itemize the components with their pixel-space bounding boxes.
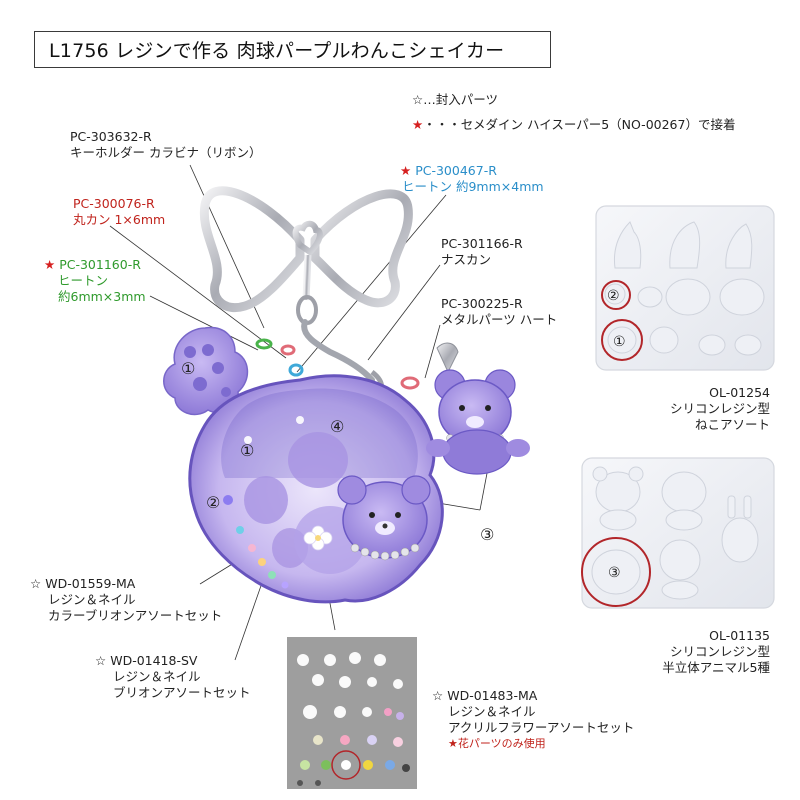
ring-desc: 丸カン 1×6mm <box>73 212 166 227</box>
hiton-large-desc: ヒートン 約9mm×4mm <box>402 179 544 194</box>
leader-hiton-large <box>296 194 447 373</box>
leader-nasukan <box>367 264 441 361</box>
flower-desc2: アクリルフラワーアソートセット <box>448 720 635 735</box>
flower-star: ☆ <box>432 688 444 703</box>
hiton-small-star: ★ <box>44 257 56 272</box>
mold-cat-desc1: シリコンレジン型 <box>669 401 770 416</box>
marker-4-paw: ④ <box>330 417 344 436</box>
leader-mark3-a <box>479 467 489 511</box>
ring-code: PC-300076-R <box>73 196 155 211</box>
leader-metal-heart <box>424 324 441 379</box>
flower-charm <box>163 326 249 416</box>
bullion-color-star: ☆ <box>30 576 42 591</box>
bear-inside <box>337 475 431 561</box>
flower-note: ★花パーツのみ使用 <box>448 737 546 750</box>
label-metal-heart: PC-300225-R メタルパーツ ハート <box>441 296 557 328</box>
flower-code: WD-01483-MA <box>447 688 538 703</box>
bullion-color-desc1: レジン＆ネイル <box>48 592 136 607</box>
nasukan-desc: ナスカン <box>441 252 492 267</box>
bullion-code: WD-01418-SV <box>110 653 198 668</box>
label-mold-cat: OL-01254 シリコンレジン型 ねこアソート <box>600 385 770 433</box>
label-bullion: ☆ WD-01418-SV レジン＆ネイル ブリオンアソートセット <box>95 653 251 701</box>
legend-text-2: ・・・セメダイン ハイスーパー5（NO-00267）で接着 <box>423 117 736 132</box>
bullion-color-code: WD-01559-MA <box>45 576 136 591</box>
marker-1-mold: ① <box>613 334 626 350</box>
marker-3-label: ③ <box>480 525 494 544</box>
hiton-small-desc1: ヒートン <box>58 273 109 288</box>
legend-star-open: ☆ <box>412 92 424 107</box>
hiton-small-desc2: 約6mm×3mm <box>58 289 146 304</box>
label-carabiner: PC-303632-R キーホルダー カラビナ（リボン） <box>70 129 261 161</box>
bear-charm <box>426 369 530 475</box>
label-nasukan: PC-301166-R ナスカン <box>441 236 523 268</box>
legend-line-2: ★・・・セメダイン ハイスーパー5（NO-00267）で接着 <box>412 117 735 133</box>
label-flower: ☆ WD-01483-MA レジン＆ネイル アクリルフラワーアソートセット ★花… <box>432 688 634 752</box>
bullion-desc2: ブリオンアソートセット <box>113 685 251 700</box>
label-hiton-small: ★ PC-301160-R ヒートン 約6mm×3mm <box>44 257 146 305</box>
nasukan-code: PC-301166-R <box>441 236 523 251</box>
hardware <box>255 295 459 394</box>
marker-2-mold: ② <box>607 288 620 304</box>
legend-line-1: ☆…封入パーツ <box>412 92 498 108</box>
mold-cat-code: OL-01254 <box>709 385 770 400</box>
mold-cat-desc2: ねこアソート <box>694 417 770 432</box>
title-box: L1756 レジンで作る 肉球パープルわんこシェイカー <box>34 31 551 68</box>
marker-1-paw: ① <box>240 441 254 460</box>
hiton-small-code: PC-301160-R <box>59 257 141 272</box>
bullion-desc1: レジン＆ネイル <box>113 669 201 684</box>
metal-heart-code: PC-300225-R <box>441 296 523 311</box>
carabiner-ribbon <box>199 186 413 312</box>
mold-animal-code: OL-01135 <box>709 628 770 643</box>
marker-2-paw: ② <box>206 493 220 512</box>
page-title: L1756 レジンで作る 肉球パープルわんこシェイカー <box>49 40 505 62</box>
bullion-color-desc2: カラーブリオンアソートセット <box>48 608 223 623</box>
marker-1-charm: ① <box>181 359 195 378</box>
carabiner-desc: キーホルダー カラビナ（リボン） <box>70 145 262 160</box>
bullion-star: ☆ <box>95 653 107 668</box>
hiton-large-code: PC-300467-R <box>415 163 497 178</box>
leader-lines <box>109 164 489 661</box>
legend-star-filled: ★ <box>412 117 424 132</box>
label-bullion-color: ☆ WD-01559-MA レジン＆ネイル カラーブリオンアソートセット <box>30 576 222 624</box>
label-hiton-large: ★ PC-300467-R ヒートン 約9mm×4mm <box>400 163 544 195</box>
carabiner-code: PC-303632-R <box>70 129 152 144</box>
hiton-large-star: ★ <box>400 163 412 178</box>
mold-animal-desc1: シリコンレジン型 <box>669 644 770 659</box>
mold-animal-image <box>581 457 775 609</box>
label-ring: PC-300076-R 丸カン 1×6mm <box>73 196 165 228</box>
legend-text-1: …封入パーツ <box>423 92 498 107</box>
mold-animal-desc2: 半立体アニマル5種 <box>662 660 770 675</box>
flower-desc1: レジン＆ネイル <box>448 704 536 719</box>
metal-heart-desc: メタルパーツ ハート <box>441 312 558 327</box>
mold-cat-image <box>595 205 775 371</box>
flower-parts-sheet <box>287 637 417 789</box>
number-markers: ① ① ② ④ ③ ② ① ③ <box>181 288 626 581</box>
label-mold-animal: OL-01135 シリコンレジン型 半立体アニマル5種 <box>600 628 770 676</box>
leader-hiton-small <box>149 295 259 351</box>
marker-3-mold: ③ <box>608 565 621 581</box>
leader-ring <box>109 225 287 359</box>
